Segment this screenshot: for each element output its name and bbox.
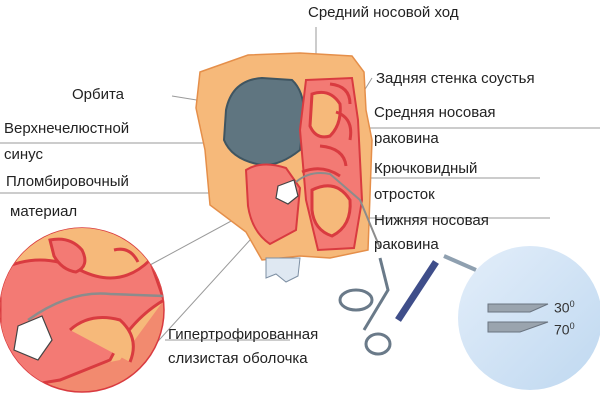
label-inferior-turbinate-line2: раковина — [374, 236, 439, 253]
zoom-tissue-fold-3 — [68, 316, 135, 363]
instrument-handle-arm — [362, 257, 390, 331]
label-angle-30: 300 — [554, 299, 575, 316]
middle-turbinate-shape — [308, 90, 342, 139]
orbit-shape — [222, 76, 306, 167]
tooth-shape — [265, 257, 301, 283]
sinus-cross-section — [195, 52, 381, 283]
label-uncinate-line2: отросток — [374, 186, 435, 203]
label-mucosa-line2: слизистая оболочка — [168, 350, 308, 367]
label-filling-line1: Пломбировочный — [6, 173, 129, 190]
instrument-ring-2 — [364, 332, 392, 356]
label-inferior-turbinate-line1: Нижняя носовая — [374, 212, 489, 229]
zoom-filling — [13, 315, 53, 361]
instrument-shaft — [395, 260, 439, 322]
lens-view — [458, 246, 600, 390]
label-uncinate-line1: Крючковидный — [374, 160, 478, 177]
inferior-turbinate-shape — [310, 184, 352, 238]
zoom-tissue-fold-2 — [113, 247, 140, 263]
lens-70-tip — [487, 321, 549, 333]
uncinate-process-shape — [301, 167, 341, 178]
label-middle-turbinate-line2: раковина — [374, 130, 439, 147]
label-maxillary-sinus-line1: Верхнечелюстной — [4, 120, 130, 137]
zoom-view — [0, 227, 165, 393]
label-mucosa-line1: Гипертрофированная — [168, 326, 319, 343]
zoom-tissue-fold — [48, 237, 87, 274]
filling-material-shape — [275, 179, 299, 205]
label-middle-meatus: Средний носовой ход — [308, 4, 459, 21]
label-middle-turbinate-line1: Средняя носовая — [374, 104, 496, 121]
ethmoid-cells — [319, 82, 353, 167]
label-posterior-wall: Задняя стенка соустья — [376, 70, 535, 87]
label-orbit: Орбита — [72, 86, 125, 103]
instrument-sheath — [443, 254, 477, 272]
label-angle-70: 700 — [554, 321, 575, 338]
zoom-tube — [27, 292, 164, 322]
label-maxillary-sinus-line2: синус — [4, 146, 43, 163]
label-filling-line2: материал — [10, 203, 78, 220]
endoscope-tube — [295, 172, 381, 249]
endoscope-instrument — [338, 254, 477, 356]
lens-30-tip — [487, 303, 549, 313]
instrument-ring-1 — [338, 288, 374, 312]
